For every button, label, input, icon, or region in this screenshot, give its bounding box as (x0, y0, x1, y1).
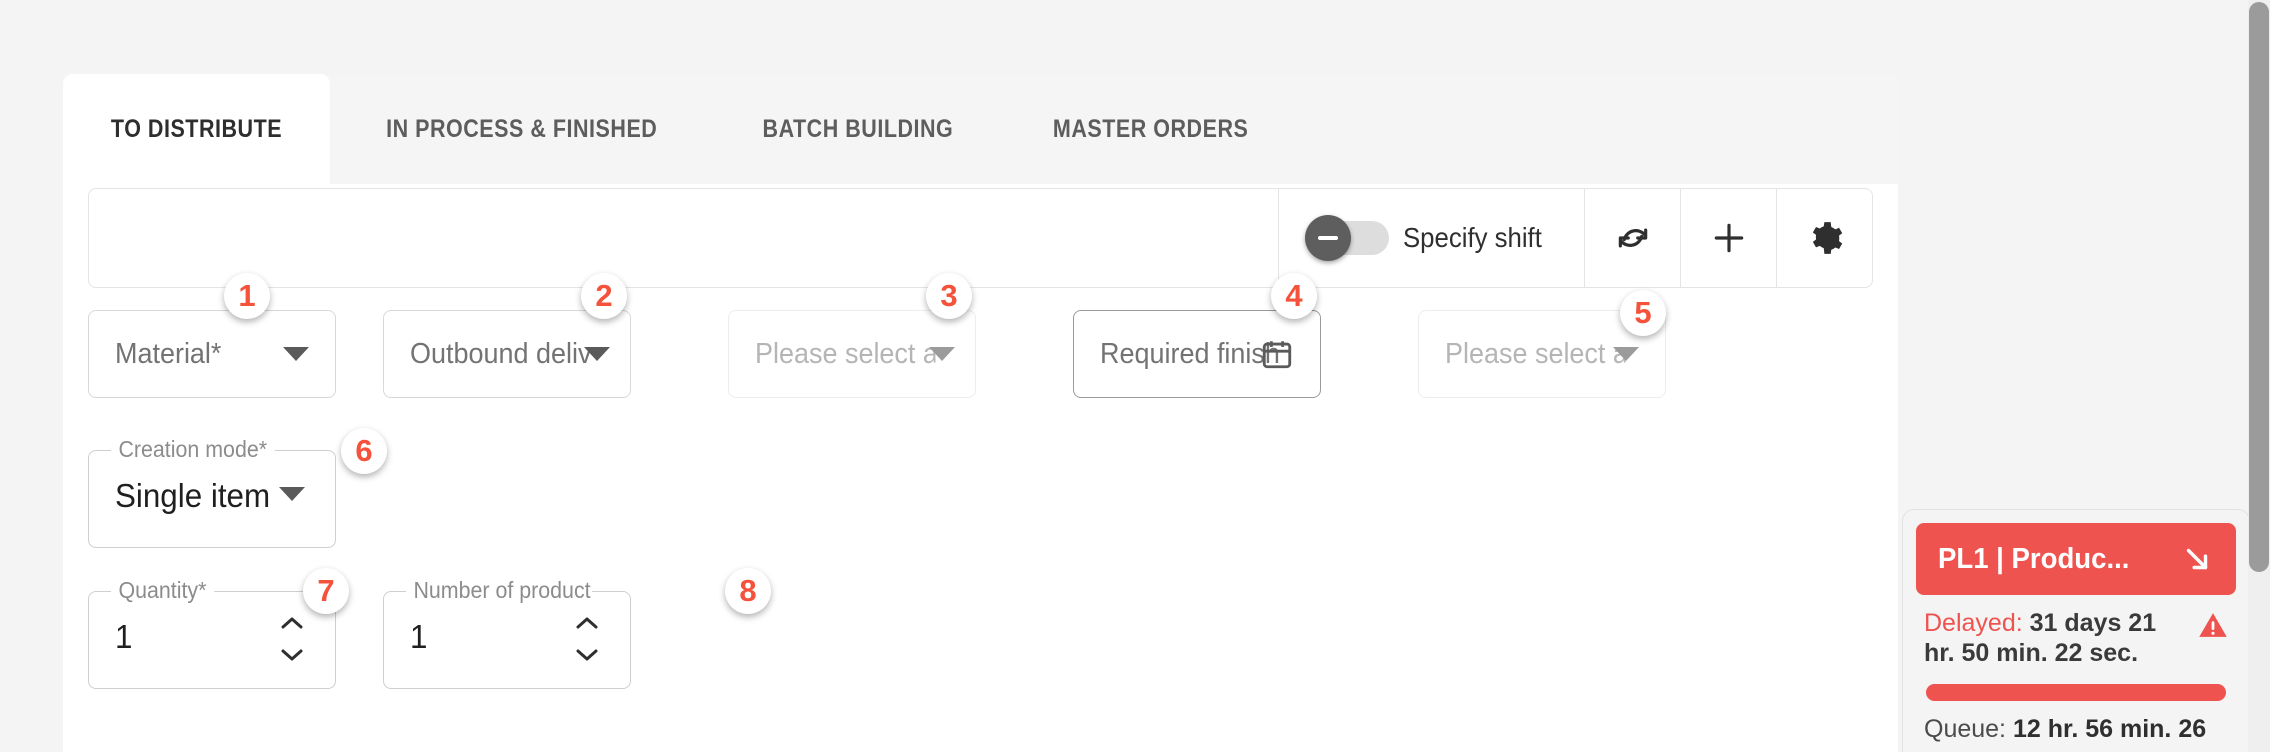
marker-badge-2: 2 (581, 273, 627, 319)
vertical-scrollbar-thumb[interactable] (2249, 2, 2269, 572)
pl1-queue-label: Queue: (1924, 715, 2007, 743)
chevron-down-icon (279, 487, 305, 501)
material-select[interactable]: Material* (88, 310, 336, 398)
pl1-card-header[interactable]: PL1 | Produc... (1916, 523, 2236, 595)
number-of-production-label: Number of production* (406, 577, 592, 604)
pl1-queue-row: Queue: 12 hr. 56 min. 26 sec. (1924, 715, 2228, 752)
arrow-down-right-icon[interactable] (2180, 542, 2214, 576)
tab-in-process-finished[interactable]: IN PROCESS & FINISHED (386, 114, 658, 143)
gear-icon (1812, 222, 1842, 254)
quantity-value: 1 (115, 618, 133, 655)
add-button[interactable] (1680, 189, 1776, 287)
marker-badge-8: 8 (725, 568, 771, 614)
required-finish-value: Required finish... (1100, 337, 1280, 370)
pl1-card-body: Delayed: 31 days 21 hr. 50 min. 22 sec. … (1916, 595, 2236, 752)
creation-mode-select[interactable]: Creation mode* Single item (88, 436, 336, 548)
tab-batch-building[interactable]: BATCH BUILDING (762, 114, 954, 143)
tab-to-distribute[interactable]: TO DISTRIBUTE (81, 74, 312, 184)
tab-cell-master-orders: MASTER ORDERS (1003, 74, 1298, 184)
field-5-placeholder: Please select a m... (1445, 337, 1625, 370)
field-3-placeholder: Please select a... (755, 337, 935, 370)
toggle-track[interactable] (1305, 215, 1390, 261)
calendar-icon (1262, 341, 1292, 369)
material-select-value: Material* (115, 337, 222, 370)
specify-shift-toggle[interactable]: Specify shift (1305, 215, 1554, 261)
chevron-down-icon[interactable] (280, 648, 304, 662)
refresh-icon (1618, 228, 1647, 248)
outbound-delivery-select[interactable]: Outbound deliv... (383, 310, 631, 398)
number-of-production-value: 1 (410, 618, 428, 655)
tab-cell-in-process: IN PROCESS & FINISHED (330, 74, 713, 184)
tab-cell-to-distribute: TO DISTRIBUTE (63, 74, 331, 184)
toolbar-empty-area (89, 189, 1278, 287)
creation-mode-value: Single item (115, 477, 271, 514)
pl1-queue-value: 12 hr. 56 min. 26 sec. (1924, 715, 2207, 752)
minus-icon (1318, 236, 1339, 240)
quantity-label: Quantity* (111, 577, 214, 604)
specify-shift-segment[interactable]: Specify shift (1278, 189, 1584, 287)
toggle-knob-minus-icon (1305, 215, 1352, 261)
marker-badge-5: 5 (1620, 290, 1666, 336)
pl1-delayed-value: 31 days 21 hr. 50 min. 22 sec. (1924, 609, 2157, 667)
marker-badge-1: 1 (224, 273, 270, 319)
chevron-down-icon (929, 347, 955, 361)
chevron-down-icon (584, 347, 610, 361)
chevron-down-icon (283, 347, 309, 361)
plus-icon (1714, 223, 1743, 253)
pl1-card-title: PL1 | Produc... (1938, 542, 2130, 575)
vertical-scrollbar-track[interactable] (2248, 0, 2270, 752)
pl1-delayed-row: Delayed: 31 days 21 hr. 50 min. 22 sec. (1924, 609, 2228, 668)
outbound-delivery-select-value: Outbound deliv... (410, 337, 590, 370)
chevron-down-icon[interactable] (575, 648, 599, 662)
creation-mode-label: Creation mode* (111, 436, 275, 463)
pl1-progress-bar (1926, 684, 2226, 701)
marker-badge-6: 6 (341, 428, 387, 474)
refresh-button[interactable] (1584, 189, 1680, 287)
specify-shift-label: Specify shift (1403, 222, 1542, 253)
required-finish-date-field[interactable]: Required finish... (1073, 310, 1321, 398)
chevron-up-icon[interactable] (280, 616, 304, 630)
chevron-up-icon[interactable] (575, 616, 599, 630)
number-of-production-stepper[interactable] (574, 616, 600, 662)
production-line-card-pl1[interactable]: PL1 | Produc... Delayed: 31 days 21 hr. … (1902, 509, 2250, 752)
quantity-stepper[interactable] (279, 616, 305, 662)
content-panel: Specify shift (63, 184, 2250, 752)
number-of-production-field[interactable]: Number of production* 1 (383, 577, 631, 689)
marker-badge-3: 3 (926, 273, 972, 319)
pl1-delayed-label: Delayed: (1924, 609, 2023, 637)
tab-master-orders[interactable]: MASTER ORDERS (1053, 114, 1249, 143)
chevron-down-icon (1613, 347, 1639, 361)
tab-bar: TO DISTRIBUTE IN PROCESS & FINISHED BATC… (63, 74, 1898, 184)
marker-badge-7: 7 (303, 568, 349, 614)
tab-cell-batch-building: BATCH BUILDING (713, 74, 1003, 184)
marker-badge-4: 4 (1271, 273, 1317, 319)
settings-button[interactable] (1776, 189, 1872, 287)
quantity-field[interactable]: Quantity* 1 (88, 577, 336, 689)
warning-triangle-icon (2199, 613, 2227, 637)
field-3-select[interactable]: Please select a... (728, 310, 976, 398)
toolbar: Specify shift (88, 188, 1873, 288)
